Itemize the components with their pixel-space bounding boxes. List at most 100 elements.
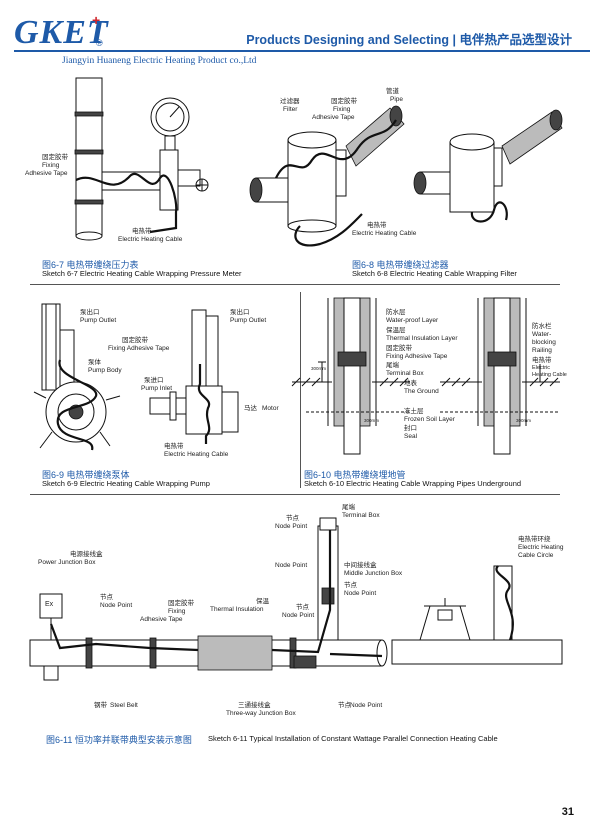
fig10-tape-label-en: Fixing Adhesive Tape — [386, 353, 448, 360]
fig11-node2-label-cn: 节点 — [296, 604, 309, 611]
fig11-tbox-label-cn: 尾端 — [342, 504, 355, 511]
fig8-caption-en: Sketch 6-8 Electric Heating Cable Wrappi… — [352, 269, 517, 278]
fig11-insul-label-en: Thermal Insulation — [210, 606, 264, 613]
fig8-cable-label-cn: 电热带 — [367, 222, 387, 229]
fig9-cable-label-cn: 电热带 — [164, 443, 184, 450]
fig7-tape-label-en2: Adhesive Tape — [25, 170, 68, 177]
fig9-body-label-cn: 泵体 — [88, 359, 101, 366]
fig9-inlet-label-en: Pump Inlet — [141, 385, 173, 392]
fig10-dim2: 300mm — [364, 418, 380, 423]
fig11-node1-label-en: Node Point — [100, 602, 133, 609]
fig10-ground-label-en: The Ground — [404, 388, 439, 395]
section-divider-1 — [30, 284, 560, 285]
fig9-motor-label-en: Motor — [262, 405, 279, 412]
fig10-rail-label-en3: Railing — [532, 347, 552, 354]
page-number: 31 — [561, 806, 574, 818]
fig11-node3-label-en: Node Point — [275, 523, 308, 530]
fig11-belt-label-en: Steel Belt — [110, 702, 138, 709]
fig7-caption-en: Sketch 6-7 Electric Heating Cable Wrappi… — [42, 269, 242, 278]
fig8-caption-cn: 图6-8 电热带缠绕过滤器 — [352, 260, 449, 270]
fig8-tape-label-en2: Adhesive Tape — [312, 114, 355, 121]
fig9-cable-label-en: Electric Heating Cable — [164, 451, 229, 458]
fig11-node4-label-en: Node Point — [275, 562, 308, 569]
fig9-body-label-en: Pump Body — [88, 367, 122, 374]
fig8-tape-label-cn: 固定胶带 — [331, 98, 357, 105]
fig10-caption-en: Sketch 6-10 Electric Heating Cable Wrapp… — [304, 479, 522, 488]
fig9-tape-label-cn: 固定胶带 — [122, 337, 148, 344]
fig10-dim3: 300mm — [516, 418, 532, 423]
fig8-cable-label-en: Electric Heating Cable — [352, 230, 417, 237]
fig8-filter-label-cn: 过滤器 — [280, 98, 300, 105]
fig11-tjb-label-en: Three-way Junction Box — [226, 710, 296, 717]
fig10-rail-label-en2: blocking — [532, 339, 556, 346]
fig11-node5-label-cn: 节点 — [344, 582, 357, 589]
fig10-cable-label-en1: Electric — [532, 365, 551, 371]
fig10-seal-label-en: Seal — [404, 433, 418, 440]
fig7-cable-label-en: Electric Heating Cable — [118, 236, 183, 243]
fig10-rail-label-en1: Water- — [532, 331, 552, 338]
fig11-tbox-label-en: Terminal Box — [342, 512, 380, 519]
fig9-caption-cn: 图6-9 电热带缠绕泵体 — [42, 470, 130, 480]
fig8-filter-label-en: Filter — [283, 106, 298, 113]
fig10-tape-label-cn: 固定胶带 — [386, 345, 412, 352]
fig10-seal-label-cn: 封口 — [404, 425, 417, 432]
fig9-outlet2-label-cn: 泵出口 — [230, 309, 250, 316]
fig10-waterproof-label-en: Water-proof Layer — [386, 317, 439, 324]
fig11-node1-label-cn: 节点 — [100, 594, 113, 601]
fig11-tjb-label-cn: 三通接线盒 — [238, 702, 271, 709]
fig11-circle-label-cn: 电热带环绕 — [518, 536, 551, 543]
fig10-frozen-label-en: Frozen Soil Layer — [404, 416, 455, 423]
company-name: Jiangyin Huaneng Electric Heating Produc… — [62, 56, 257, 66]
fig8-pipe-label-en: Pipe — [390, 96, 404, 103]
fig10-waterproof-label-cn: 防水层 — [386, 309, 406, 316]
fig7-tape-label-cn: 固定胶带 — [42, 154, 68, 161]
section-vdivider — [300, 292, 301, 488]
fig11-tape-label-en2: Adhesive Tape — [140, 616, 183, 623]
fig7-tape-label-en1: Fixing — [42, 162, 60, 169]
fig11-mjb-label-en: Middle Junction Box — [344, 570, 403, 577]
fig9-motor-label-cn: 马达 — [244, 405, 257, 412]
page-header-title: Products Designing and Selecting | 电伴热产品… — [246, 33, 572, 47]
fig11-pjb-label-en: Power Junction Box — [38, 559, 96, 566]
fig11-tape-label-cn: 固定胶带 — [168, 600, 194, 607]
fig9-caption-en: Sketch 6-9 Electric Heating Cable Wrappi… — [42, 479, 210, 488]
fig8-tape-label-en1: Fixing — [333, 106, 351, 113]
fig10-frozen-label-cn: 冻土层 — [404, 408, 424, 415]
fig11-pjb-label-cn: 电源接线盒 — [70, 551, 103, 558]
fig11-mjb-label-cn: 中间接线盒 — [344, 562, 377, 569]
fig9-inlet-label-cn: 泵进口 — [144, 377, 164, 384]
header-rule — [14, 50, 590, 52]
fig10-tbox-label-cn: 尾端 — [386, 362, 399, 369]
fig7-cable-label-cn: 电热带 — [132, 228, 152, 235]
fig10-tbox-label-en: Terminal Box — [386, 370, 424, 377]
fig11-node3-label-cn: 节点 — [286, 515, 299, 522]
fig11-caption-cn: 图6-11 恒功率并联带典型安装示意图 — [46, 735, 192, 745]
fig10-cable-label-en2: Heating Cable — [532, 372, 567, 378]
fig11-belt-label-cn: 钢带 — [94, 702, 107, 709]
fig8-pipe-label-cn: 管道 — [386, 88, 399, 95]
fig10-cable-label-cn: 电热带 — [532, 357, 552, 364]
fig10-dim1: 300mm — [311, 366, 327, 371]
fig11-circle-label-en2: Cable Circle — [518, 552, 554, 559]
fig10-ground-label-cn: 地表 — [404, 380, 417, 387]
fig10-rail-label-cn: 防水栏 — [532, 323, 552, 330]
registered-mark: ® — [96, 38, 103, 48]
fig11-insul-label-cn: 保温 — [256, 598, 269, 605]
fig11-node6-label-en: Node Point — [350, 702, 383, 709]
fig7-caption-cn: 图6-7 电热带缠绕压力表 — [42, 260, 139, 270]
brand-logo: GKET — [14, 14, 109, 51]
section-divider-2 — [30, 494, 560, 495]
fig11-circle-label-en1: Electric Heating — [518, 544, 564, 551]
fig9-outlet2-label-en: Pump Outlet — [230, 317, 267, 324]
fig9-tape-label-en: Fixing Adhesive Tape — [108, 345, 170, 352]
fig10-insul-label-cn: 保温层 — [386, 327, 406, 334]
fig11-ex-label: Ex — [45, 601, 54, 608]
fig11-tape-label-en1: Fixing — [168, 608, 186, 615]
fig10-caption-cn: 图6-10 电热带缠绕埋地管 — [304, 470, 406, 480]
logo-plus-mark: + — [92, 12, 101, 28]
fig11-caption-en: Sketch 6-11 Typical Installation of Cons… — [208, 734, 498, 743]
